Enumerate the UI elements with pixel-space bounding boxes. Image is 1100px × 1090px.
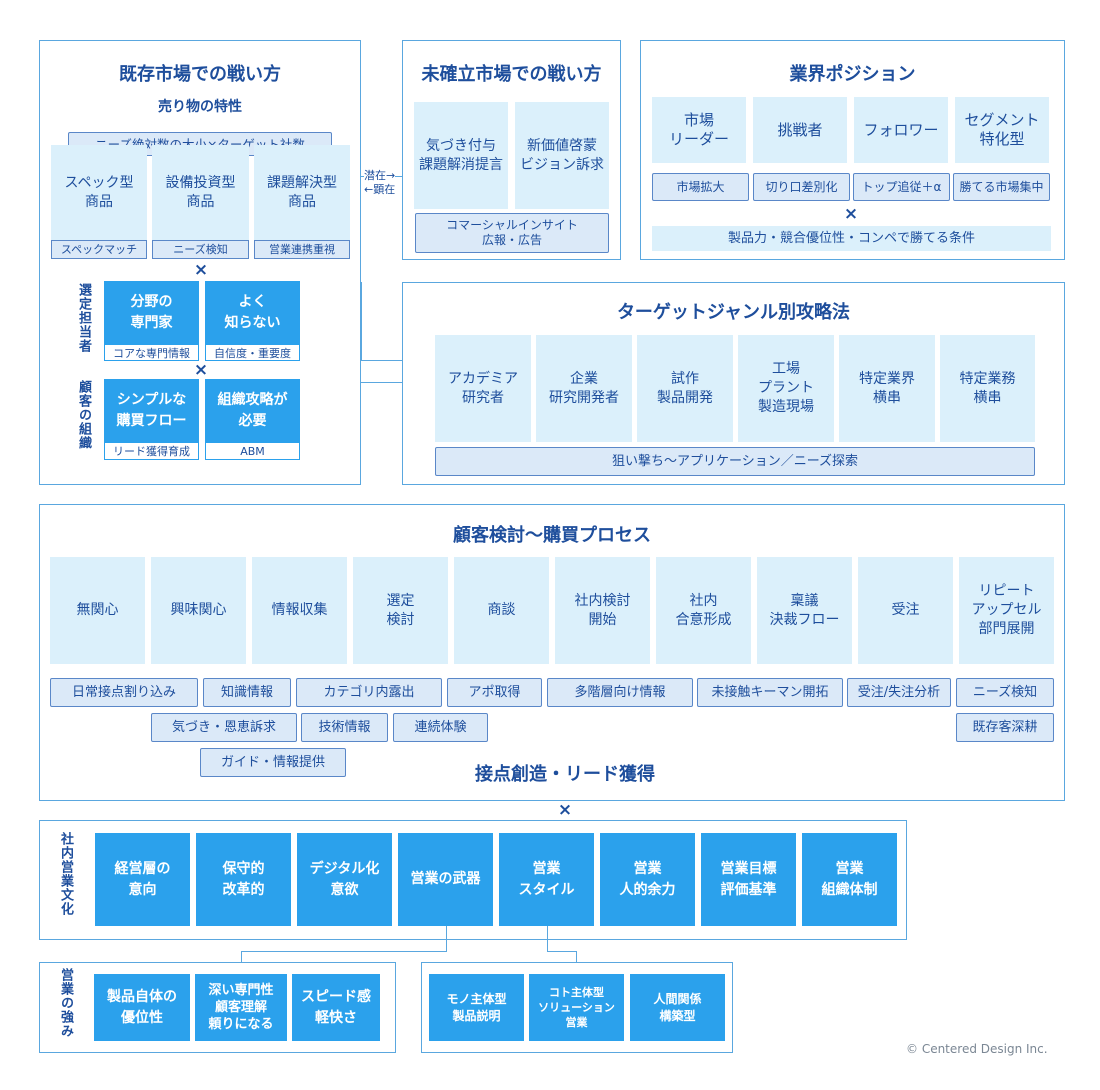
product-solution-tag: 営業連携重視 bbox=[254, 240, 350, 259]
position-challenger-tag: 切り口差別化 bbox=[753, 173, 850, 201]
vision-appeal-box: 新価値啓蒙 ビジョン訴求 bbox=[515, 102, 609, 209]
selector-label: 選定担当者 bbox=[76, 283, 91, 353]
connector-line bbox=[446, 926, 447, 952]
product-capex-type: 設備投資型 商品 bbox=[152, 145, 249, 240]
connector-line bbox=[547, 926, 548, 952]
genre-corporate-rd: 企業 研究開発者 bbox=[536, 335, 632, 442]
strength-product-superiority: 製品自体の 優位性 bbox=[94, 974, 190, 1041]
product-spec-tag: スペックマッチ bbox=[51, 240, 147, 259]
connector-line bbox=[576, 951, 577, 962]
tag-needs-detection: ニーズ検知 bbox=[956, 678, 1054, 707]
tag-existing-customer: 既存客深耕 bbox=[956, 713, 1054, 742]
product-spec-type: スペック型 商品 bbox=[51, 145, 147, 240]
position-leader: 市場 リーダー bbox=[652, 97, 746, 163]
stage-negotiation: 商談 bbox=[454, 557, 549, 664]
industry-position-title: 業界ポジション bbox=[789, 64, 916, 85]
style-product-centric: モノ主体型 製品説明 bbox=[429, 974, 524, 1041]
connector-line bbox=[361, 360, 402, 361]
commercial-insight-tag: コマーシャルインサイト 広報・広告 bbox=[415, 213, 609, 253]
tag-daily-touchpoint: 日常接点割り込み bbox=[50, 678, 198, 707]
tag-knowledge-info: 知識情報 bbox=[203, 678, 291, 707]
selector-expert-tag: コアな専門情報 bbox=[104, 344, 199, 361]
tag-technical-info: 技術情報 bbox=[301, 713, 388, 742]
genre-academia: アカデミア 研究者 bbox=[435, 335, 531, 442]
stage-info-gathering: 情報収集 bbox=[252, 557, 347, 664]
selector-unfamiliar: よく 知らない bbox=[205, 281, 300, 344]
winning-conditions-bar: 製品力・競合優位性・コンペで勝てる条件 bbox=[652, 226, 1051, 251]
selector-unfamiliar-tag: 自信度・重要度 bbox=[205, 344, 300, 361]
existing-market-panel bbox=[39, 40, 361, 485]
tag-category-exposure: カテゴリ内露出 bbox=[296, 678, 442, 707]
stage-repeat: リピート アップセル 部門展開 bbox=[959, 557, 1054, 664]
org-simple-flow-tag: リード獲得育成 bbox=[104, 442, 199, 460]
cross-symbol: × bbox=[193, 260, 209, 280]
copyright: © Centered Design Inc. bbox=[906, 1042, 1048, 1056]
connector-line bbox=[361, 382, 402, 383]
strength-speed: スピード感 軽快さ bbox=[292, 974, 380, 1041]
position-follower: フォロワー bbox=[854, 97, 948, 163]
style-relationship: 人間関係 構築型 bbox=[630, 974, 725, 1041]
lead-generation-footer: 接点創造・リード獲得 bbox=[475, 764, 655, 785]
genre-operation-cross: 特定業務 横串 bbox=[940, 335, 1035, 442]
existing-market-title: 既存市場での戦い方 bbox=[119, 64, 281, 85]
culture-sales-weapon: 営業の武器 bbox=[398, 833, 493, 926]
connector-line bbox=[361, 282, 362, 360]
customer-org-label: 顧客の組織 bbox=[76, 380, 91, 450]
latent-manifest-note: 潜在→ ←顕在 bbox=[364, 169, 396, 197]
cross-symbol: × bbox=[193, 360, 209, 380]
purchase-process-title: 顧客検討〜購買プロセス bbox=[453, 525, 651, 546]
tag-guide-info: ガイド・情報提供 bbox=[200, 748, 346, 777]
tag-continuous-experience: 連続体験 bbox=[393, 713, 488, 742]
org-abm-required: 組織攻略が 必要 bbox=[205, 379, 300, 442]
connector-line bbox=[241, 951, 447, 952]
position-challenger: 挑戦者 bbox=[753, 97, 847, 163]
product-capex-tag: ニーズ検知 bbox=[152, 240, 249, 259]
product-solution-type: 課題解決型 商品 bbox=[254, 145, 350, 240]
targeting-tag: 狙い撃ち〜アプリケーション／ニーズ探索 bbox=[435, 447, 1035, 476]
sales-culture-label: 社内営業文化 bbox=[58, 832, 73, 916]
tag-untouched-keyman: 未接触キーマン開拓 bbox=[697, 678, 843, 707]
strength-expertise: 深い専門性 顧客理解 頼りになる bbox=[195, 974, 287, 1041]
cross-symbol: × bbox=[843, 204, 859, 224]
stage-selection: 選定 検討 bbox=[353, 557, 448, 664]
unestablished-market-title: 未確立市場での戦い方 bbox=[421, 64, 602, 85]
sales-strength-label: 営業の強み bbox=[58, 968, 73, 1038]
tag-win-loss-analysis: 受注/失注分析 bbox=[847, 678, 951, 707]
cross-symbol: × bbox=[557, 800, 573, 820]
culture-sales-org: 営業 組織体制 bbox=[802, 833, 897, 926]
selector-expert: 分野の 専門家 bbox=[104, 281, 199, 344]
culture-conservative-reform: 保守的 改革的 bbox=[196, 833, 291, 926]
position-follower-tag: トップ追従＋α bbox=[853, 173, 950, 201]
org-abm-tag: ABM bbox=[205, 442, 300, 460]
culture-sales-style: 営業 スタイル bbox=[499, 833, 594, 926]
position-segment-tag: 勝てる市場集中 bbox=[953, 173, 1050, 201]
insight-proposal-box: 気づき付与 課題解消提言 bbox=[414, 102, 508, 209]
stage-consensus: 社内 合意形成 bbox=[656, 557, 751, 664]
product-traits-subtitle: 売り物の特性 bbox=[158, 99, 242, 115]
stage-internal-review: 社内検討 開始 bbox=[555, 557, 650, 664]
tag-appointment: アポ取得 bbox=[447, 678, 542, 707]
genre-industry-cross: 特定業界 横串 bbox=[839, 335, 935, 442]
culture-sales-kpi: 営業目標 評価基準 bbox=[701, 833, 796, 926]
org-simple-flow: シンプルな 購買フロー bbox=[104, 379, 199, 442]
culture-sales-capacity: 営業 人的余力 bbox=[600, 833, 695, 926]
genre-prototype-dev: 試作 製品開発 bbox=[637, 335, 733, 442]
position-leader-tag: 市場拡大 bbox=[652, 173, 749, 201]
target-genre-title: ターゲットジャンル別攻略法 bbox=[616, 302, 851, 323]
stage-indifferent: 無関心 bbox=[50, 557, 145, 664]
stage-order: 受注 bbox=[858, 557, 953, 664]
connector-line bbox=[241, 951, 242, 962]
culture-digital-motivation: デジタル化 意欲 bbox=[297, 833, 392, 926]
tag-awareness-benefit: 気づき・恩恵訴求 bbox=[151, 713, 297, 742]
stage-interest: 興味関心 bbox=[151, 557, 246, 664]
stage-approval: 稟議 決裁フロー bbox=[757, 557, 852, 664]
tag-multilayer-info: 多階層向け情報 bbox=[547, 678, 693, 707]
culture-management-intent: 経営層の 意向 bbox=[95, 833, 190, 926]
genre-factory-plant: 工場 プラント 製造現場 bbox=[738, 335, 834, 442]
style-solution-centric: コト主体型 ソリューション 営業 bbox=[529, 974, 624, 1041]
connector-line bbox=[547, 951, 576, 952]
position-segment: セグメント 特化型 bbox=[955, 97, 1049, 163]
